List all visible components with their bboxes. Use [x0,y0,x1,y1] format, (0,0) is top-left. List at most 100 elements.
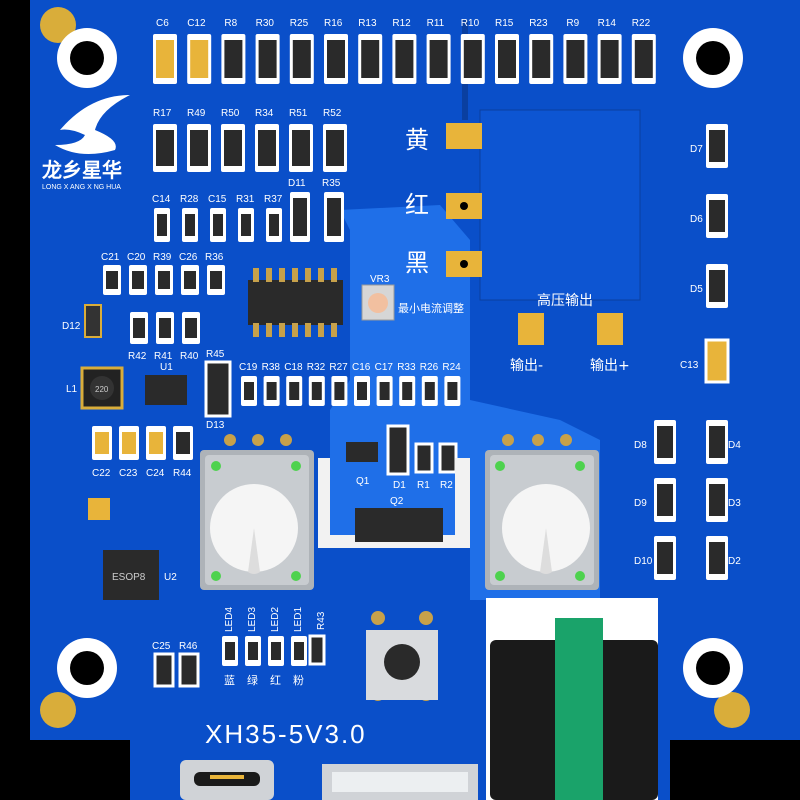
label-r26: R26 [420,362,439,373]
label-r37: R37 [264,194,283,205]
label-d5: D5 [690,284,703,295]
label-r32: R32 [307,362,326,373]
label-r16: R16 [324,18,343,29]
label-vr3: VR3 [370,274,390,285]
label-r14: R14 [598,18,617,29]
label-d1: D1 [393,480,406,491]
label-c23: C23 [119,468,138,479]
u2-marking: ESOP8 [112,572,146,583]
capacitor-c6 [153,34,177,84]
label-r1: R1 [417,480,430,491]
label-r15: R15 [495,18,514,29]
label-r30: R30 [256,18,275,29]
label-q2: Q2 [390,496,404,507]
label-r45: R45 [206,349,225,360]
label-r10: R10 [461,18,480,29]
capacitor-c13 [704,338,730,384]
label-c21: C21 [101,252,120,263]
resistor-r24 [444,376,461,406]
label-r12: R12 [392,18,411,29]
capacitor-c23 [119,426,139,460]
hv-pad-minus [518,313,544,345]
label-d12: D12 [62,321,81,332]
label-led4: LED4 [224,607,235,632]
label-c12: C12 [187,18,206,29]
capacitor-c16 [354,376,370,406]
mounting-hole [683,28,743,88]
resistor-r27 [331,376,348,406]
label-r35: R35 [322,178,341,189]
label-r44: R44 [173,468,192,479]
label-l1: L1 [66,384,78,395]
resistor-r8 [221,34,246,84]
hv-plus-label: 输出+ [590,358,630,374]
label-d7: D7 [690,144,703,155]
label-c22: C22 [92,468,111,479]
diode-d1 [386,424,410,476]
label-r8: R8 [224,18,237,29]
push-button[interactable] [366,611,438,701]
resistor-r16 [324,34,348,84]
label-r34: R34 [255,108,274,119]
diode-d11 [290,192,310,242]
chip-u1 [145,375,187,405]
resistor-r37 [266,208,282,242]
label-r39: R39 [153,252,172,263]
label-q1: Q1 [356,476,370,487]
svg-text:红: 红 [405,191,429,219]
label-r42: R42 [128,351,147,362]
label-d11: D11 [288,178,306,189]
label-c17: C17 [375,362,394,373]
resistor-r36 [207,265,225,295]
l1-marking: 220 [95,385,109,394]
mounting-hole [683,638,743,698]
resistor-r15 [495,34,519,84]
resistor-r39 [155,265,173,295]
logo: 龙乡星华 LONG X ANG X NG HUA [42,95,130,191]
rotary-encoder-right[interactable] [485,434,599,590]
resistor-r42 [130,312,148,344]
label-r52: R52 [323,108,342,119]
label-c14: C14 [152,194,171,205]
resistor-r23 [529,34,554,84]
resistor-r11 [426,34,451,84]
label-d13: D13 [206,420,225,431]
capacitor-c17 [376,376,393,406]
label-r23: R23 [529,18,548,29]
diode-d8 [654,420,676,464]
rotary-encoder-left[interactable] [200,434,314,590]
label-c13: C13 [680,360,699,371]
capacitor-c18 [286,376,303,406]
capacitor-c14 [154,208,170,242]
led1 [291,636,307,666]
svg-text:黑: 黑 [405,249,429,277]
label-d4: D4 [728,440,741,451]
led3 [245,636,261,666]
usb-c-port[interactable] [180,760,274,800]
resistor-r49 [187,124,211,172]
hv-pad-plus [597,313,623,345]
output-connector [486,598,658,800]
label-led3: LED3 [247,607,258,632]
capacitor-c22 [92,426,112,460]
hv-output-title: 高压输出 [537,292,593,309]
diode-d12 [84,304,102,338]
resistor-r51 [289,124,313,172]
label-r43: R43 [316,611,327,630]
diode-d7 [706,124,728,168]
usb-a-port[interactable] [322,764,478,800]
label-r11: R11 [427,18,445,29]
led-color-2: 红 [270,674,281,687]
capacitor-c21 [103,265,121,295]
capacitor-c12 [187,34,212,84]
resistor-r34 [255,124,279,172]
label-r33: R33 [397,362,416,373]
label-led2: LED2 [270,607,281,632]
wire-black: 黑 [405,249,482,277]
label-u2: U2 [164,572,177,583]
label-r41: R41 [154,351,173,362]
diode-d10 [654,536,676,580]
resistor-r17 [153,124,177,172]
capacitor-c15 [210,208,226,242]
capacitor-c25 [153,652,175,688]
